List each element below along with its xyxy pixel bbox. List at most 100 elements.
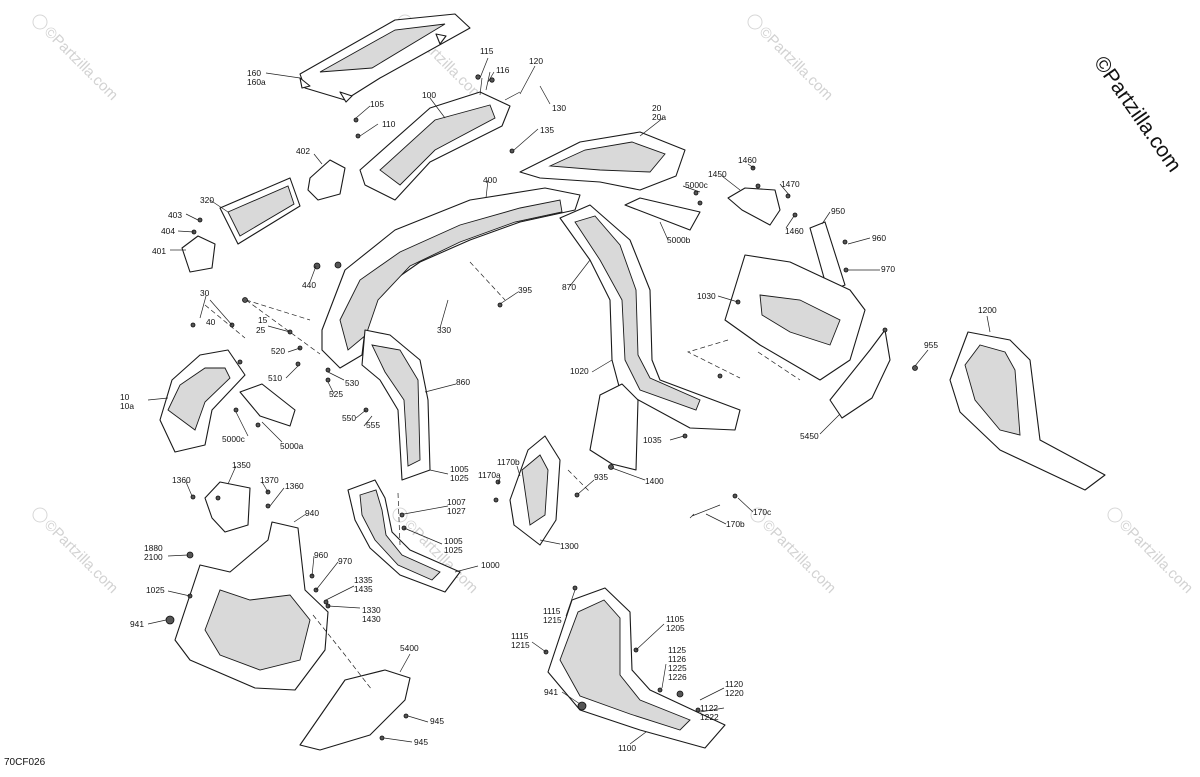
part-lower-panel-5400	[299, 669, 411, 751]
callout-5400: 5400	[400, 643, 419, 653]
callout-1360-right: 1360	[285, 481, 304, 491]
part-bracket-1350	[204, 481, 251, 533]
callout-15: 15	[258, 315, 268, 325]
part-main-frame-arch	[321, 187, 581, 481]
callout-860: 860	[456, 377, 470, 387]
callout-1122-1222: 1122 1222	[700, 703, 719, 722]
callout-1025: 1025	[146, 585, 165, 595]
callout-leader-lines	[147, 57, 991, 745]
callout-120: 120	[529, 56, 543, 66]
watermark-text: ©Partzilla.com	[759, 516, 840, 597]
callout-525: 525	[329, 389, 343, 399]
callout-1300: 1300	[560, 541, 579, 551]
callout-5000c-top: 5000c	[685, 180, 708, 190]
callout-403: 403	[168, 210, 182, 220]
callout-1120-1220: 1120 1220	[725, 679, 744, 698]
callout-1005-1025-top: 1005 1025	[450, 464, 469, 483]
callout-1200: 1200	[978, 305, 997, 315]
callout-960-left: 960	[314, 550, 328, 560]
callout-1470: 1470	[781, 179, 800, 189]
callout-160: 160 160a	[247, 68, 266, 87]
callout-320: 320	[200, 195, 214, 205]
callout-1035: 1035	[643, 435, 662, 445]
callout-1335-1435: 1335 1435	[354, 575, 373, 594]
callout-530: 530	[345, 378, 359, 388]
callout-116: 116	[496, 65, 510, 75]
callout-402: 402	[296, 146, 310, 156]
callout-1450: 1450	[708, 169, 727, 179]
part-right-frame-rail	[559, 204, 741, 431]
callout-1115-1215-top: 1115 1215	[543, 606, 562, 625]
part-center-pillars	[509, 383, 639, 546]
callout-130: 130	[552, 103, 566, 113]
callout-1020: 1020	[570, 366, 589, 376]
callout-5000a: 5000a	[280, 441, 304, 451]
callout-5000c-left: 5000c	[222, 434, 245, 444]
callout-135: 135	[540, 125, 554, 135]
part-right-side-panels	[829, 329, 1106, 491]
callout-1030: 1030	[697, 291, 716, 301]
callout-395: 395	[518, 285, 532, 295]
callout-10: 10 10a	[120, 392, 134, 411]
callout-401: 401	[152, 246, 166, 256]
callout-1125-group: 1125 1126 1225 1226	[668, 645, 687, 682]
callout-520: 520	[271, 346, 285, 356]
watermark-text: ©Partzilla.com	[41, 23, 122, 104]
part-left-fender	[159, 349, 296, 453]
part-left-rocker	[347, 479, 461, 593]
callout-440: 440	[302, 280, 316, 290]
part-right-floor-group	[624, 187, 866, 381]
callout-105: 105	[370, 99, 384, 109]
callout-960-right: 960	[872, 233, 886, 243]
callout-40: 40	[206, 317, 216, 327]
callout-1400: 1400	[645, 476, 664, 486]
callout-115: 115	[480, 46, 494, 56]
callout-941-left: 941	[130, 619, 144, 629]
callout-935: 935	[594, 472, 608, 482]
dashed-reference-lines	[204, 261, 801, 691]
part-hood	[519, 131, 686, 191]
callout-555: 555	[366, 420, 380, 430]
callout-30: 30	[200, 288, 210, 298]
callout-20: 20 20a	[652, 103, 666, 122]
callout-1350: 1350	[232, 460, 251, 470]
callout-1460-top: 1460	[738, 155, 757, 165]
diagram-code: 70CF026	[4, 757, 46, 768]
callout-950: 950	[831, 206, 845, 216]
callout-941-right: 941	[544, 687, 558, 697]
callout-550: 550	[342, 413, 356, 423]
part-right-lower-rocker	[547, 587, 726, 749]
callout-170b: 170b	[726, 519, 745, 529]
part-front-panel	[359, 71, 521, 201]
watermark-text: ©Partzilla.com	[1116, 516, 1197, 597]
watermark-text: ©Partzilla.com	[756, 23, 837, 104]
callout-1360-left: 1360	[172, 475, 191, 485]
part-left-floor	[174, 521, 329, 691]
callout-1170b: 1170b	[497, 457, 520, 467]
callout-955: 955	[924, 340, 938, 350]
callout-1370: 1370	[260, 475, 279, 485]
callout-1105-1205: 1105 1205	[666, 614, 685, 633]
callout-1330-1430: 1330 1430	[362, 605, 381, 624]
callout-940: 940	[305, 508, 319, 518]
callout-1000: 1000	[481, 560, 500, 570]
callout-1170a: 1170a	[478, 470, 501, 480]
callout-1115-1215-bottom: 1115 1215	[511, 631, 530, 650]
callout-945-top: 945	[430, 716, 444, 726]
part-small-brackets	[181, 159, 346, 273]
part-roof-cap	[299, 13, 471, 103]
callout-970-right: 970	[881, 264, 895, 274]
callout-870: 870	[562, 282, 576, 292]
callout-110: 110	[382, 119, 396, 129]
callout-1007-1027: 1007 1027	[447, 497, 466, 516]
callout-404: 404	[161, 226, 175, 236]
callout-100: 100	[422, 90, 436, 100]
watermark-text: ©Partzilla.com	[41, 516, 122, 597]
callout-5000b: 5000b	[667, 235, 691, 245]
callout-1880-2100: 1880 2100	[144, 543, 163, 562]
callout-970-left: 970	[338, 556, 352, 566]
callout-1100: 1100	[618, 743, 637, 753]
callout-400: 400	[483, 175, 497, 185]
